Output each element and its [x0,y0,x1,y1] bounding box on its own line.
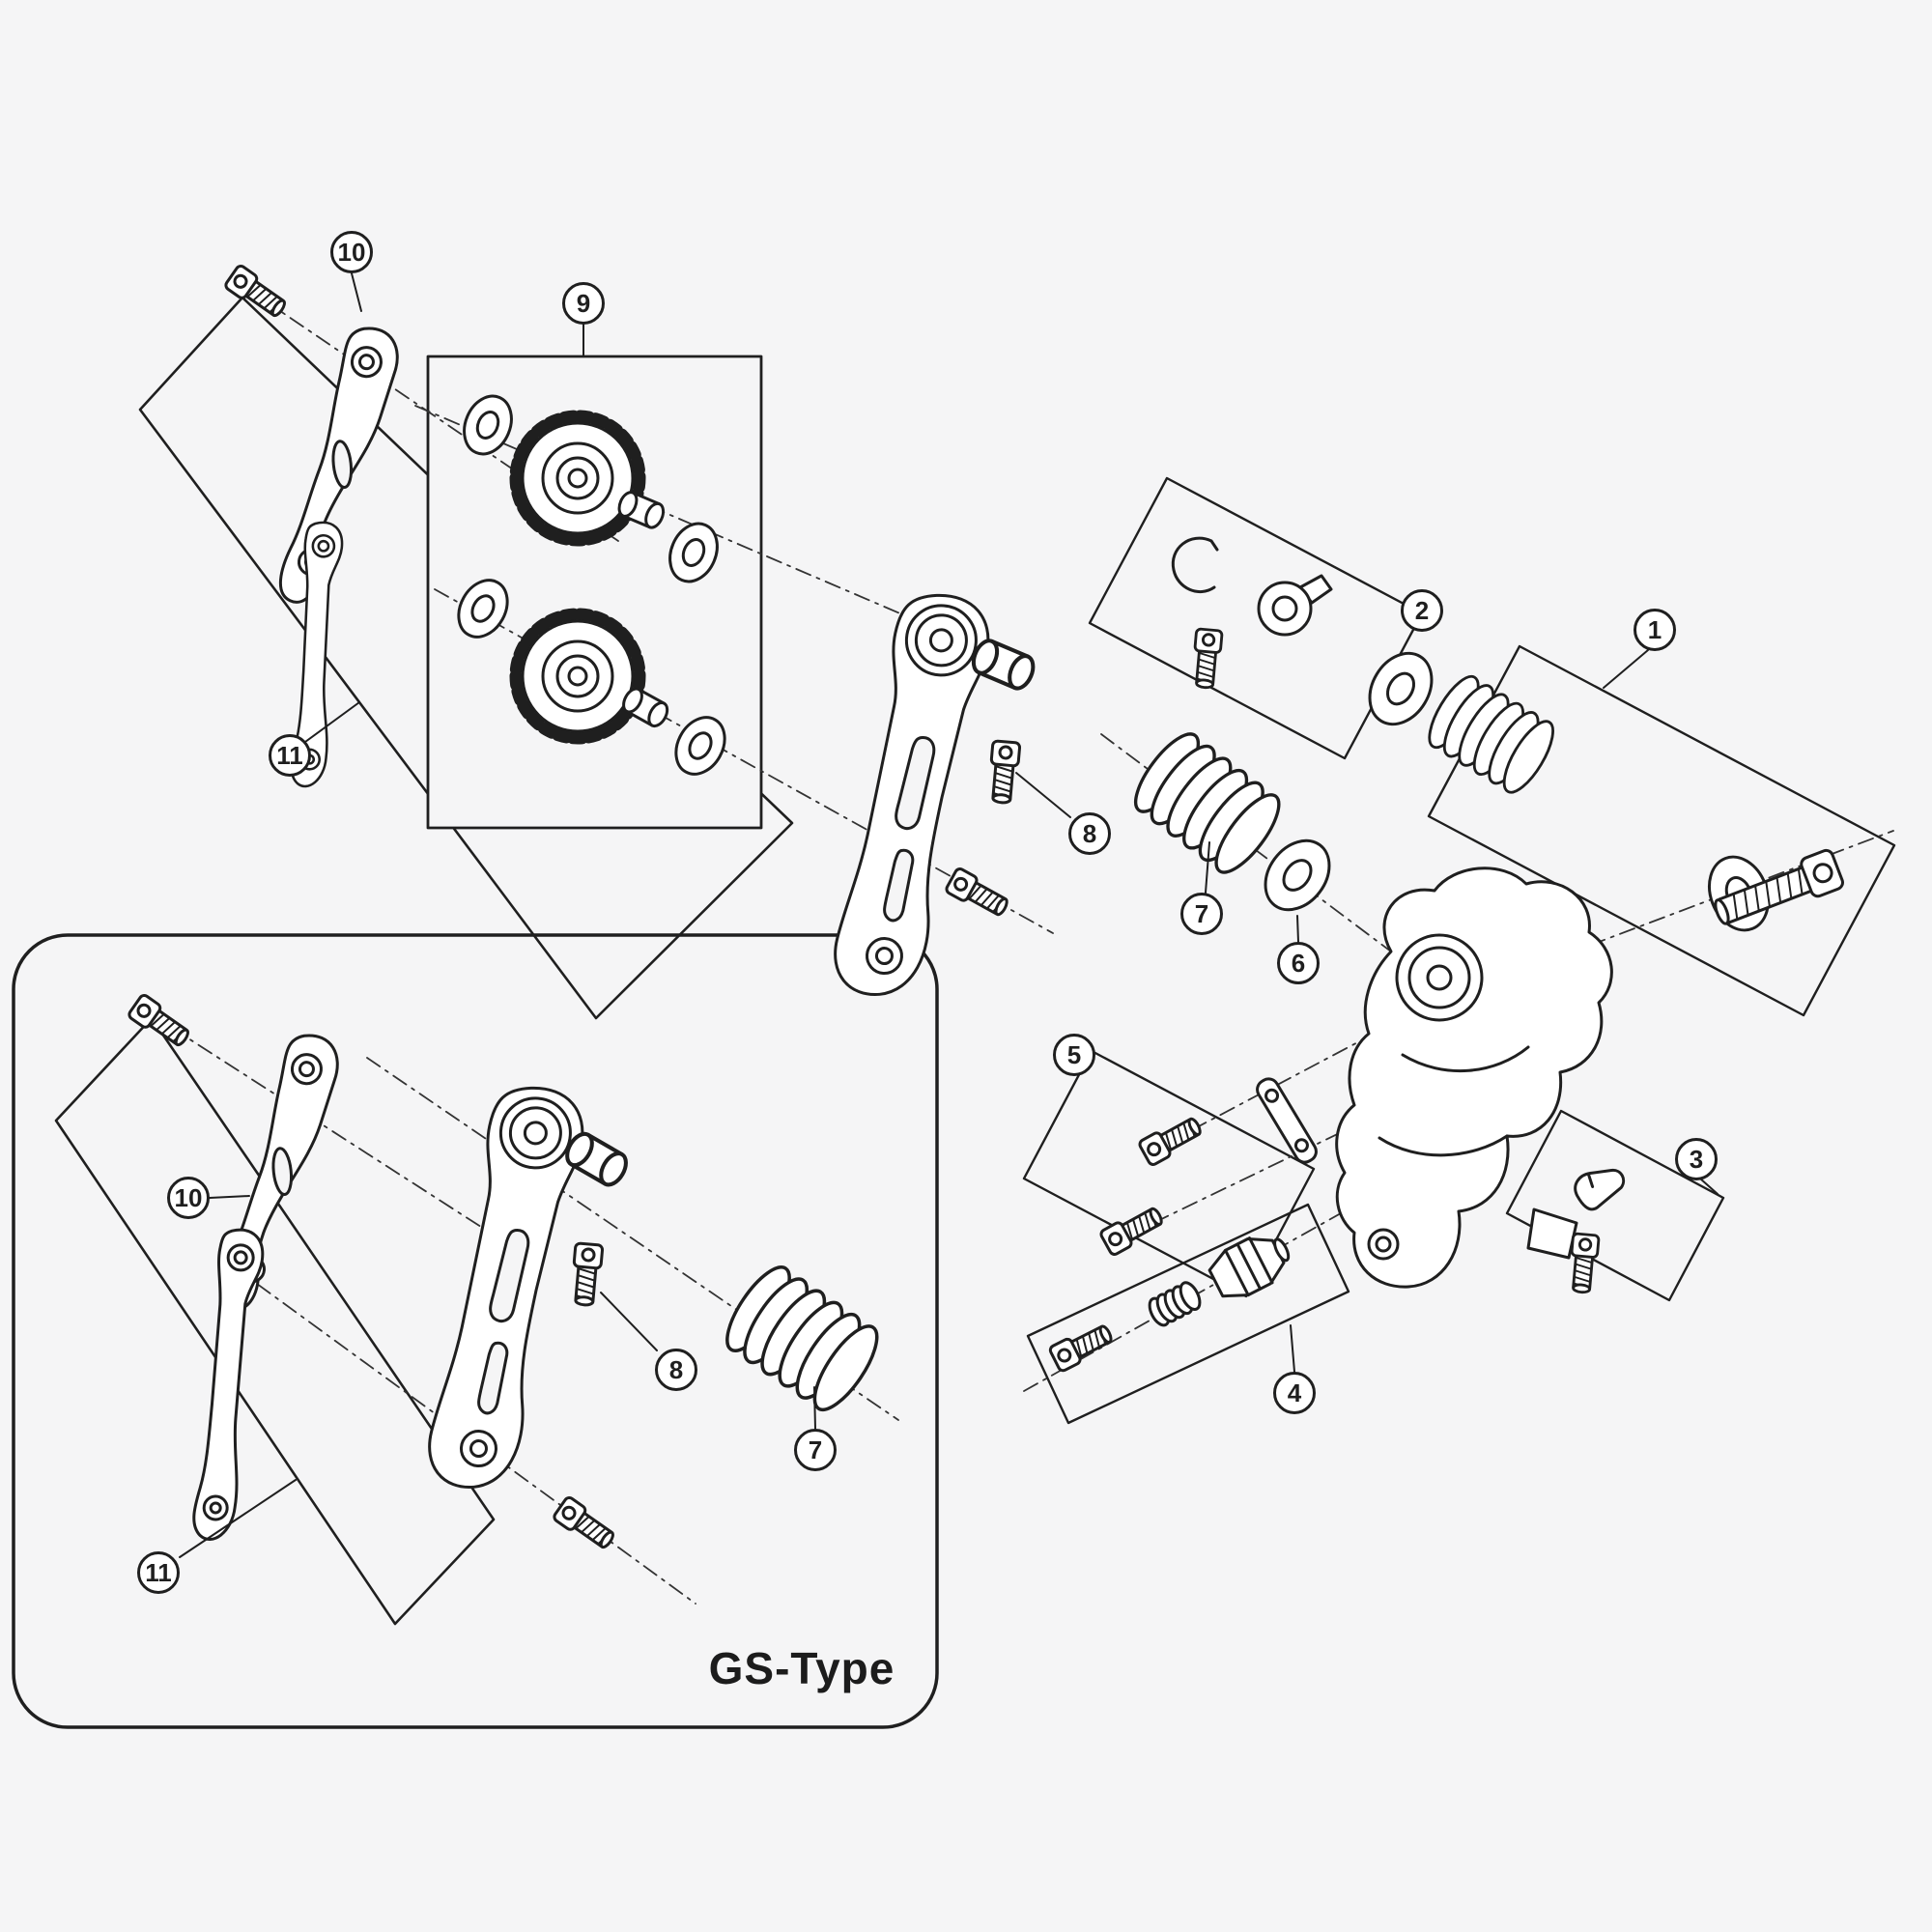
callout-label: 10 [174,1182,203,1212]
callout-4-adjuster: 4 [1273,1372,1316,1414]
clamp-bolt [1567,1232,1601,1295]
cage-group-outline-gs [54,1016,496,1626]
tension-pulley [516,614,639,738]
gs-type-label: GS-Type [708,1643,895,1693]
derailleur-body [1335,867,1613,1289]
callout-label: 8 [668,1354,684,1384]
callout-label: 8 [1082,818,1097,848]
cage-plate-middle [831,587,993,1003]
gs-cage-plate-bolt [126,992,195,1053]
center-axis-lines [144,281,1894,1605]
callout-label: 7 [1194,898,1209,928]
callout-7-spring: 7 [1180,893,1223,935]
cable-clamp [1574,1169,1626,1211]
gs-pulley-bolt [551,1494,620,1555]
gs-cage-stopper-bolt [569,1241,605,1308]
callout-label: 11 [145,1557,172,1587]
gs-cage-boss [562,1129,631,1188]
cage-stopper-bolt [986,739,1022,806]
callout-11-top-cage: 11 [269,734,311,777]
adjuster-bolt [1047,1319,1117,1374]
callout-label: 5 [1066,1039,1082,1069]
callout-7-gs-spring: 7 [794,1429,837,1471]
guide-pulley [516,416,639,540]
callout-10-top-cage: 10 [330,231,373,273]
callout-label: 6 [1291,948,1306,978]
plate-axle-washer [1250,826,1345,924]
callout-2-b-axle: 2 [1401,589,1443,632]
b-axle-washer [1355,640,1446,737]
b-axle-clip [1171,536,1219,593]
callout-label: 3 [1689,1144,1704,1174]
adjuster-spring [1144,1278,1206,1330]
callout-3-clamp: 3 [1675,1138,1718,1180]
cable-fixing-plate [1256,1077,1318,1164]
b-tension-plate [1257,574,1333,637]
callout-5-bolts: 5 [1053,1034,1095,1076]
outer-cage-plate-top [276,320,402,612]
callout-label: 4 [1287,1378,1302,1407]
callout-8-gs-cage: 8 [655,1349,697,1391]
callout-label: 11 [276,740,303,770]
callout-leader-lines [179,272,1719,1558]
callout-11-gs-cage: 11 [137,1551,180,1594]
callout-10-gs-cage: 10 [167,1177,210,1219]
callout-9-pulleys: 9 [562,282,605,325]
callout-1-pivot-bolt: 1 [1634,609,1676,651]
pulley-bolt [943,866,1013,923]
callout-label: 1 [1647,614,1662,644]
gs-cage-plate-main [425,1080,587,1495]
b-axle-spring [1419,668,1564,801]
gs-type-enclosure-box [12,933,939,1729]
callout-label: 7 [808,1435,823,1464]
callout-6-washer: 6 [1277,942,1320,984]
callout-8-top-cage: 8 [1068,812,1111,855]
callout-label: 10 [337,237,366,267]
cage-boss [969,638,1037,693]
callout-label: 9 [576,288,591,318]
b-axle-bolt [1190,627,1224,691]
cable-fixing-bolt [1136,1111,1207,1168]
cable-adjusting-barrel [1208,1236,1291,1298]
callout-label: 2 [1414,595,1430,625]
